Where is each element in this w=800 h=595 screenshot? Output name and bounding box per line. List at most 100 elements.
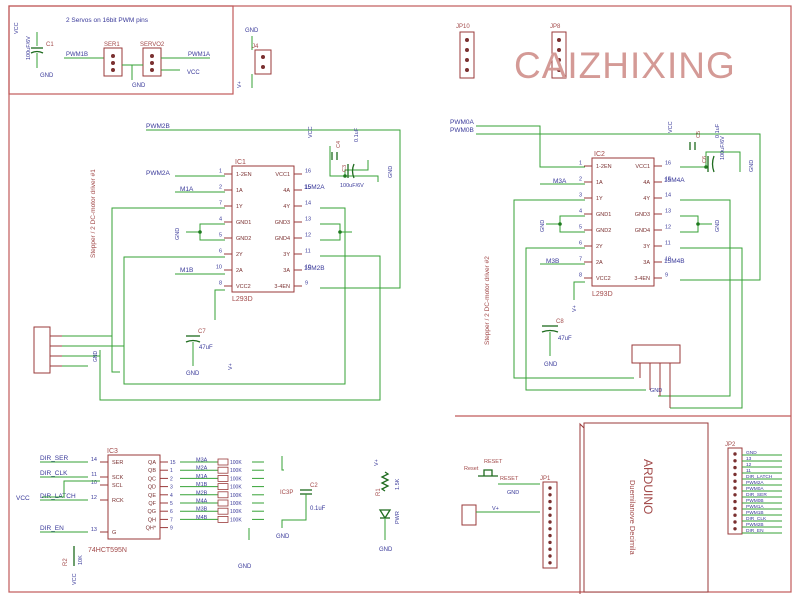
ic3-r2-ref: R2 [63,558,69,566]
header-pin [548,547,552,551]
pin-number: 2 [579,177,582,183]
ic1-gnd-cap: GND [388,166,394,178]
arduino-net-label: PWM1B [746,510,764,516]
ic2-c8-ref: C8 [556,319,564,325]
ic3-body [107,454,161,540]
resistor [217,483,229,491]
arduino-net-label: PWM2A [746,480,764,486]
net-pwm1b: PWM1B [66,52,88,58]
ic2-driver: Stepper / 2 DC-motor driver #2 IC2 11-2E… [450,119,761,409]
c2-ref: C2 [310,483,318,489]
header-pin [733,472,737,477]
pin-name: 2A [596,260,603,266]
pin-number: 11 [305,249,311,255]
ic3-output-number: 6 [170,509,173,515]
led-gnd: GND [379,547,393,553]
ic3-input-net: DIR_CLK [40,470,68,477]
ic3-output-pin: QD [148,485,156,491]
ic3p-gnd: GND [276,534,290,540]
header-pin [733,459,737,463]
header-pin [548,540,552,545]
pin-name: VCC2 [236,284,251,290]
power-led: V+ R1 1.5K PWR GND [374,459,401,553]
pin-number: 5 [219,233,222,239]
servo-cap-ref: C1 [46,42,54,48]
sheet-frame [8,5,792,593]
resistor [217,458,229,466]
pin-name: 1Y [596,196,603,202]
led-label: PWR [395,511,401,524]
ic1-c4-val: 0.1uF [354,127,360,142]
header-pin [548,486,552,490]
pin-name: 3Y [643,244,650,250]
jp8-header [551,31,567,79]
ic3-input-pin: SER [112,460,123,466]
jp10-header [459,31,475,79]
header-pin [548,520,552,524]
pin-name: GND1 [236,220,251,226]
jp8-label: JP8 [550,24,561,30]
ic3-input-pin: SCL [112,483,123,489]
pin-number: 10 [305,265,311,271]
ic2-c8-gnd: GND [544,362,558,368]
motor-connector-2: GND [631,344,681,408]
pin-number: 4 [579,209,582,215]
header-pin [548,506,552,511]
arduino-net-label: PWM0A [746,486,764,492]
pin-number: 14 [665,193,671,199]
pin-number: 12 [305,233,311,239]
arduino-net-label: 12 [746,462,752,468]
ic3-r2-vcc: VCC [72,573,78,585]
pin-number: 15 [665,177,671,183]
motor-connector-2-gnd: GND [650,388,662,394]
ic2-gnd-right: GND [715,220,721,232]
pin-name: 3Y [283,252,290,258]
arduino-gnd: GND [507,490,519,496]
ic3-output-number: 4 [170,493,173,499]
net-m2b-ic1: 15M2B [304,265,325,272]
pin-name: 4A [283,188,290,194]
arduino-net-label: DIR_SER [746,492,767,498]
pin-number: 7 [219,201,222,207]
ic1-gnd-left: GND [175,228,181,240]
ic3-output-number: 2 [170,476,173,482]
pin-name: 4Y [283,204,290,210]
resistor-label: 100K [230,509,242,515]
j4-header [254,49,272,75]
pin-number: 13 [665,209,671,215]
pin-name: VCC1 [635,164,650,170]
ic3-output-pin: QH [148,517,156,523]
servo-box-title: 2 Servos on 16bit PWM pins [66,17,149,24]
resistor [217,507,229,515]
pin-name: GND4 [635,228,650,234]
ic3-output-net: M2A [196,466,208,472]
ic3-output-number: 5 [170,501,173,507]
ic3-output-number: 9 [170,526,173,532]
servo-box-frame [8,5,234,95]
reset-net-2: RESET [500,476,519,482]
ic3-r2-val: 10K [78,555,84,565]
arduino-board: RESET Reset RESET GND V+ JP1 ARDUINO Due… [461,422,782,594]
pin-name: 1-2EN [596,164,612,170]
resistor [217,474,229,482]
arduino-net-label: DIR_LATCH [746,474,773,480]
header-pin [548,533,552,538]
j4-gnd-label: GND [245,28,259,34]
ic2-name: IC2 [594,151,605,158]
ic3p-label: IC3P [280,490,293,496]
ic1-c3-val: 100uF/6V [340,183,364,189]
resistor [217,499,229,507]
resistor [217,491,229,499]
arduino-net-label: GND [746,450,757,456]
pin-number: 6 [579,241,582,247]
pin-number: 8 [219,281,222,287]
motor-connector-1-body [33,326,51,374]
ic3-input-pin: G [112,530,116,536]
pin-name: VCC2 [596,276,611,282]
ic2-gnd-left: GND [540,220,546,232]
motor-connector-1-gnd: GND [93,351,99,363]
ic1-body [231,165,295,293]
pin-name: 2A [236,268,243,274]
ic3-output-net: M1B [196,482,208,488]
ic1-c3-ref: C3 [342,165,348,172]
